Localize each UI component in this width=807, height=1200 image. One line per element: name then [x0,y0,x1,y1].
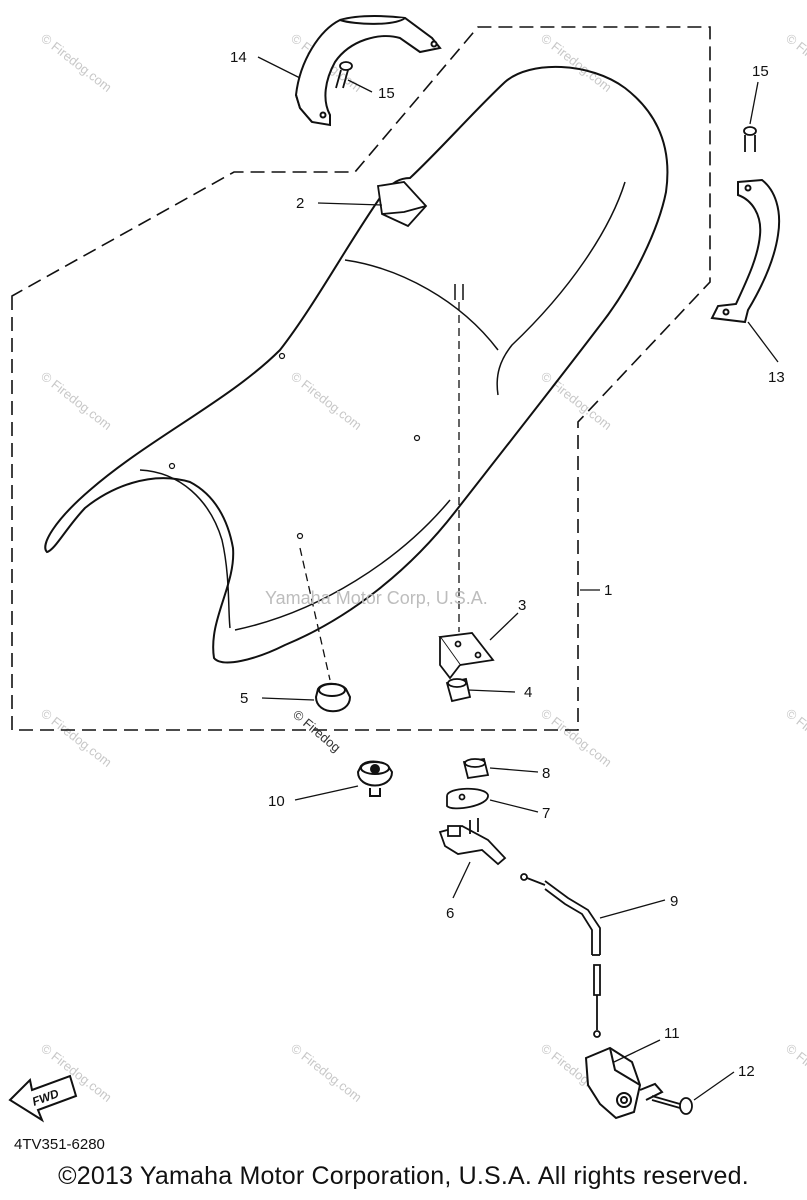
callout-1: 1 [604,582,612,599]
leader-lines [257,56,779,1101]
watermark-tile: © Firedog.com [538,31,615,95]
watermark-center: Yamaha Motor Corp, U.S.A. [265,588,488,608]
watermark-firedog: © Firedog [290,707,344,755]
callout-7: 7 [542,805,550,822]
part-7-plate [446,787,489,810]
watermark-tile: © Firedog.com [783,706,807,770]
callouts: 14 15 2 15 13 1 3 4 5 10 8 7 6 9 11 12 [230,49,785,1080]
part-6-lock-bracket [438,818,507,866]
callout-11: 11 [664,1025,680,1042]
copyright-notice: ©2013 Yamaha Motor Corporation, U.S.A. A… [58,1162,749,1190]
callout-6: 6 [446,905,454,922]
watermark-tile: © Firedog.com [288,369,365,433]
part-9-cable [520,873,601,1038]
callout-5: 5 [240,690,248,707]
pin-marker [454,284,464,300]
watermark-tile: © Firedog.com [538,706,615,770]
callout-12: 12 [738,1063,755,1080]
assembly-boundary [11,26,711,731]
watermark-tile: © Firedog.com [38,369,115,433]
callout-3: 3 [518,597,526,614]
callout-10: 10 [268,793,285,810]
fwd-arrow-icon: FWD [8,1074,78,1123]
watermark-tile: © Firedog.com [783,31,807,95]
watermark-tile: © Firedog.com [38,31,115,95]
watermark-tiles: © Firedog.com © Firedog.com © Firedog.co… [38,31,807,1105]
seat [44,65,669,664]
watermark-tile: © Firedog.com [288,1041,365,1105]
callout-4: 4 [524,684,532,701]
callout-13: 13 [768,369,785,386]
callout-14: 14 [230,49,247,66]
part-8-nut [462,757,490,780]
watermark-tile: © Firedog.com [38,706,115,770]
part-13-grab-handle [710,178,781,324]
part-code: 4TV351-6280 [14,1136,105,1153]
part-4-nut [445,677,472,703]
part-12-bolt [651,1095,693,1115]
callout-15-right: 15 [752,63,769,80]
callout-8: 8 [542,765,550,782]
part-10-damper [356,760,394,797]
part-11-seat-lock [584,1046,664,1120]
part-14-grab-handle [294,15,442,127]
callout-15-upper: 15 [378,85,395,102]
watermark-tile: © Firedog.com [538,369,615,433]
part-15-bolt-right [743,126,757,152]
watermark-tile: © Firedog.com [783,1041,807,1105]
callout-9: 9 [670,893,678,910]
part-5-damper [314,682,352,713]
part-15-bolt-upper-left [335,61,353,89]
part-3-bracket [438,632,495,680]
callout-2: 2 [296,195,304,212]
part-2-label-tag [376,181,428,228]
alignment-lines [299,302,460,681]
